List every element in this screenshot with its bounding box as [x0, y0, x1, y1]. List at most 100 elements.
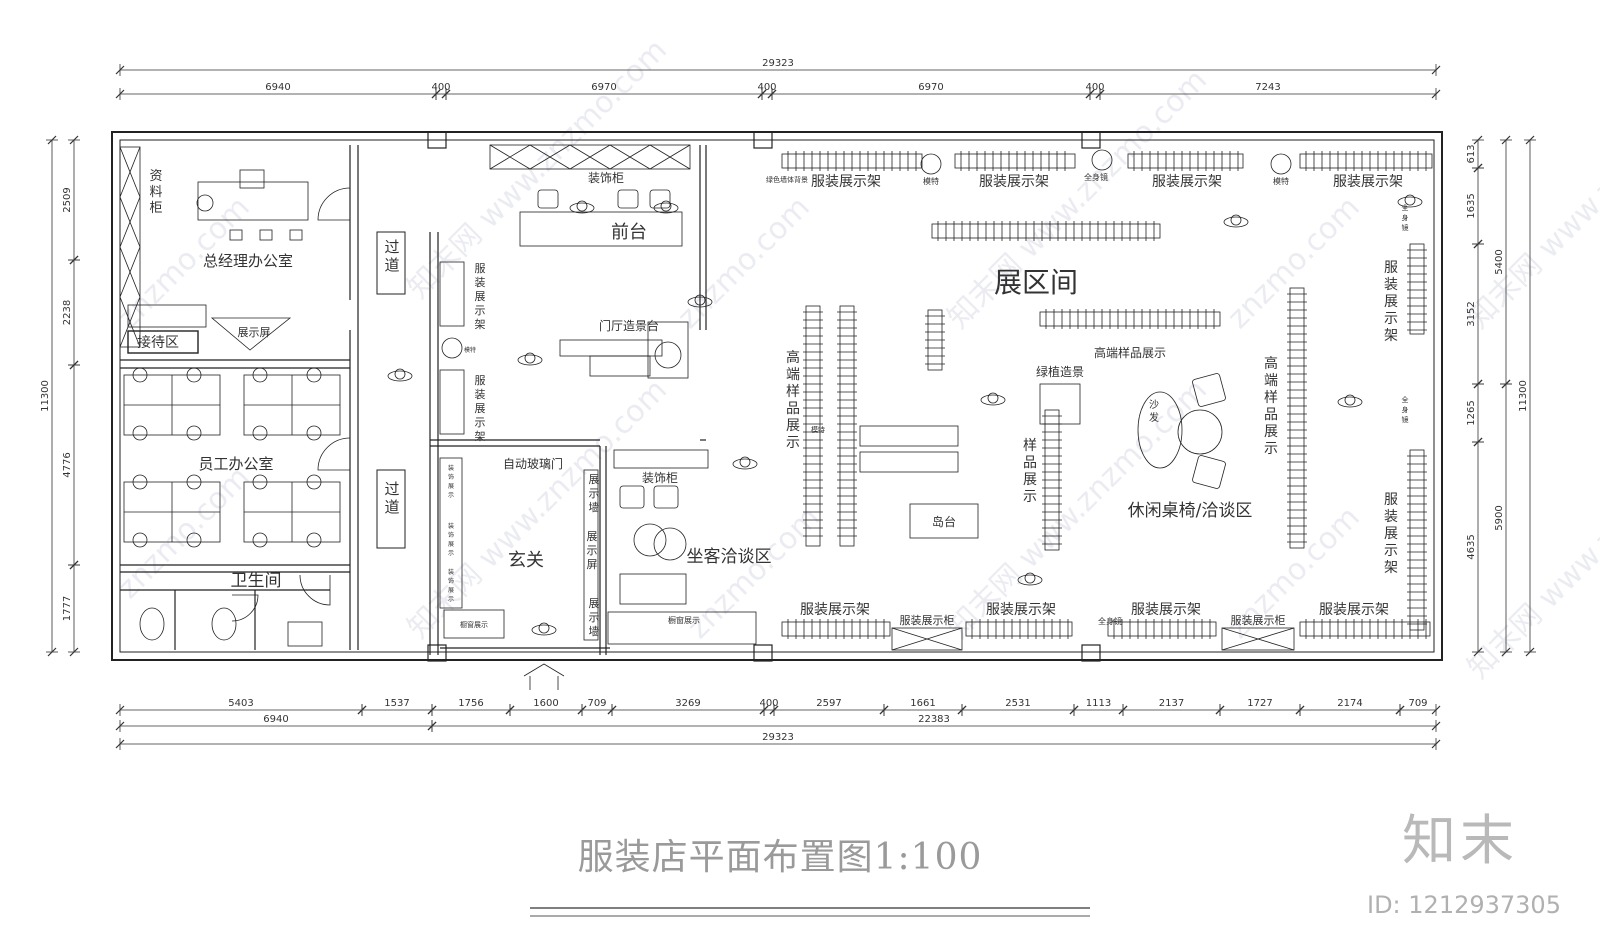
dim-slash [1473, 163, 1483, 173]
desk-item [239, 169, 265, 189]
watermark-text: 知末网 www.znzmo.com [401, 373, 674, 646]
dim-slash [879, 705, 889, 715]
column [427, 131, 447, 149]
label-rack-left-1: 装 [475, 276, 486, 289]
dim-slash [115, 739, 125, 749]
dim-bottom-right: 22383 [918, 714, 950, 725]
cabinet-cross [609, 144, 651, 170]
label-display-wall-1: 示 [589, 487, 600, 500]
dim-slash [1395, 705, 1405, 715]
dim-slash [1525, 135, 1535, 145]
door-wc [231, 594, 259, 622]
dim-slash [47, 647, 57, 657]
lounge-table [633, 523, 667, 557]
chair [259, 229, 273, 241]
label-display-screen-2: 示 [587, 544, 598, 557]
label-corridor-1: 过 [384, 238, 399, 256]
column [427, 644, 447, 662]
label-rack-bottom-4: 服装展示架 [1319, 602, 1389, 618]
dim-slash [427, 721, 437, 731]
office-chair [186, 474, 202, 490]
office-chair [252, 532, 268, 548]
label-hi-end-left: 高 [786, 349, 800, 366]
label-rack-bottom-1: 服装展示架 [800, 602, 870, 618]
person-shoulders [732, 458, 758, 470]
dim-bottom-segment: 400 [759, 698, 778, 709]
dim-slash [757, 89, 767, 99]
dim-slash [427, 705, 437, 715]
label-corridor-2: 道 [384, 498, 399, 516]
label-reception: 接待区 [137, 334, 179, 351]
label-hi-end-right: 展 [1264, 424, 1278, 440]
label-rack-right-2: 服 [1384, 492, 1398, 508]
label-sample-display: 样 [1023, 438, 1037, 454]
label-mirror-r1: 镜 [1402, 223, 1409, 232]
sofa [1137, 391, 1183, 469]
label-deco-cabinet-mid: 装饰柜 [642, 471, 678, 485]
dim-right-segment: 3152 [1466, 301, 1477, 326]
dim-slash [1501, 135, 1511, 145]
office-chair [132, 367, 148, 383]
cabinet-cross [1221, 627, 1295, 651]
label-sample-display: 品 [1023, 455, 1037, 471]
scenery-platform [647, 321, 689, 379]
label-gm-office: 总经理办公室 [203, 252, 293, 270]
armchair [1192, 373, 1226, 407]
person-head [660, 200, 672, 212]
dim-right-segment: 4635 [1466, 534, 1477, 559]
label-small-display-3: 饰 [448, 577, 454, 585]
label-leisure: 休闲桌椅/洽谈区 [1128, 501, 1253, 521]
corridor-box [376, 469, 406, 549]
label-corridor-1: 道 [384, 256, 399, 274]
front-desk [519, 211, 683, 247]
linework [111, 131, 1443, 662]
label-rack-top-2: 服装展示架 [979, 174, 1049, 190]
office-chair [252, 474, 268, 490]
dim-bottom-segment: 709 [587, 698, 606, 709]
label-small-display-2: 装 [448, 522, 454, 530]
green-scene-box [1039, 383, 1081, 425]
dim-top-segment: 7243 [1255, 82, 1280, 93]
label-rack-bottom-2: 服装展示架 [986, 602, 1056, 618]
dim-slash [357, 705, 367, 715]
watermark-text: 知末网 www.znzmo.com [1461, 413, 1600, 686]
dim-bottom-segment: 2174 [1337, 698, 1362, 709]
label-display-screen: 展示屏 [238, 326, 271, 339]
dim-left-segment: 1777 [62, 596, 73, 621]
label-hi-end-left: 品 [786, 401, 800, 417]
label-display-wall-2: 示 [589, 611, 600, 624]
dim-slash [431, 89, 441, 99]
dim-right-segment: 1265 [1466, 400, 1477, 425]
person-head [987, 392, 999, 404]
mannequin [920, 153, 942, 175]
label-display-wall-1: 展 [589, 473, 600, 486]
label-hi-end-right: 示 [1264, 441, 1278, 457]
person-head [694, 294, 706, 306]
person-shoulders [1337, 396, 1363, 408]
dim-bottom-segment: 3269 [675, 698, 700, 709]
label-mannequin-3: 模特 [464, 346, 476, 354]
t-rack-arm [859, 425, 959, 447]
person-head [538, 622, 550, 634]
plan-title: 服装店平面布置图1:100 [577, 837, 983, 878]
dim-slash [1431, 89, 1441, 99]
label-green-wall: 绿色墙体背景 [766, 175, 808, 184]
hi-end-left-rack [839, 305, 855, 547]
armchair [653, 485, 679, 509]
cabinet-cross [489, 144, 531, 170]
label-sofa: 发 [1149, 411, 1159, 424]
label-archive-cabinet: 资 [149, 169, 162, 184]
lobby-rack [439, 261, 465, 327]
island-table [909, 503, 979, 539]
cabinet-cross [119, 196, 141, 248]
dim-top-segment: 400 [431, 82, 450, 93]
label-rack-right-2: 架 [1384, 560, 1398, 576]
dim-slash [1215, 705, 1225, 715]
dim-bottom-segment: 2531 [1005, 698, 1030, 709]
dim-slash [1473, 239, 1483, 249]
display-cabinet [1221, 627, 1295, 651]
person-shoulders [517, 354, 543, 366]
dim-left-segment: 4776 [62, 452, 73, 477]
deco-cabinet-top [489, 144, 691, 170]
